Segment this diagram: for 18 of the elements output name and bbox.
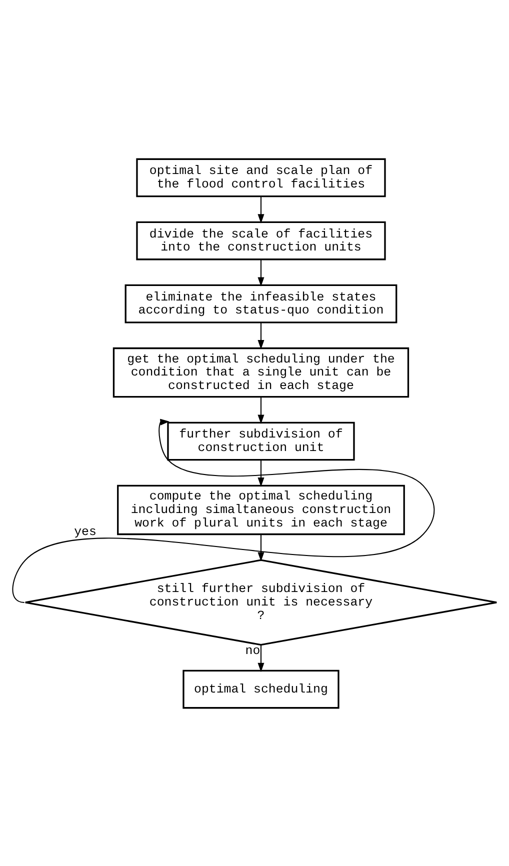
arrow xyxy=(258,258,264,286)
node-box: optimal scheduling xyxy=(182,669,340,708)
node-box: eliminate the infeasible states according to status-quo condition xyxy=(124,284,398,323)
node-box: optimal site and scale plan of the flood control facilities xyxy=(136,158,386,197)
arrow xyxy=(258,196,264,223)
node-box: get the optimal scheduling under the condition that a single unit can be constructed in each stage xyxy=(112,346,410,398)
edge-label: no xyxy=(245,644,260,658)
arrow xyxy=(258,322,264,349)
node-box: compute the optimal scheduling including simaltaneous construction work of plural units in each stage xyxy=(117,484,405,535)
arrow xyxy=(258,460,264,486)
edge-label: yes xyxy=(74,524,96,538)
arrow xyxy=(258,644,264,672)
arrow xyxy=(258,534,264,562)
node-diamond: still further subdivision of construction unit is necessary ? xyxy=(24,558,498,646)
node-box: further subdivision of construction unit xyxy=(167,421,355,460)
arrow xyxy=(12,418,434,602)
node-box: divide the scale of facilities into the construction units xyxy=(136,220,386,260)
arrow xyxy=(258,396,264,424)
